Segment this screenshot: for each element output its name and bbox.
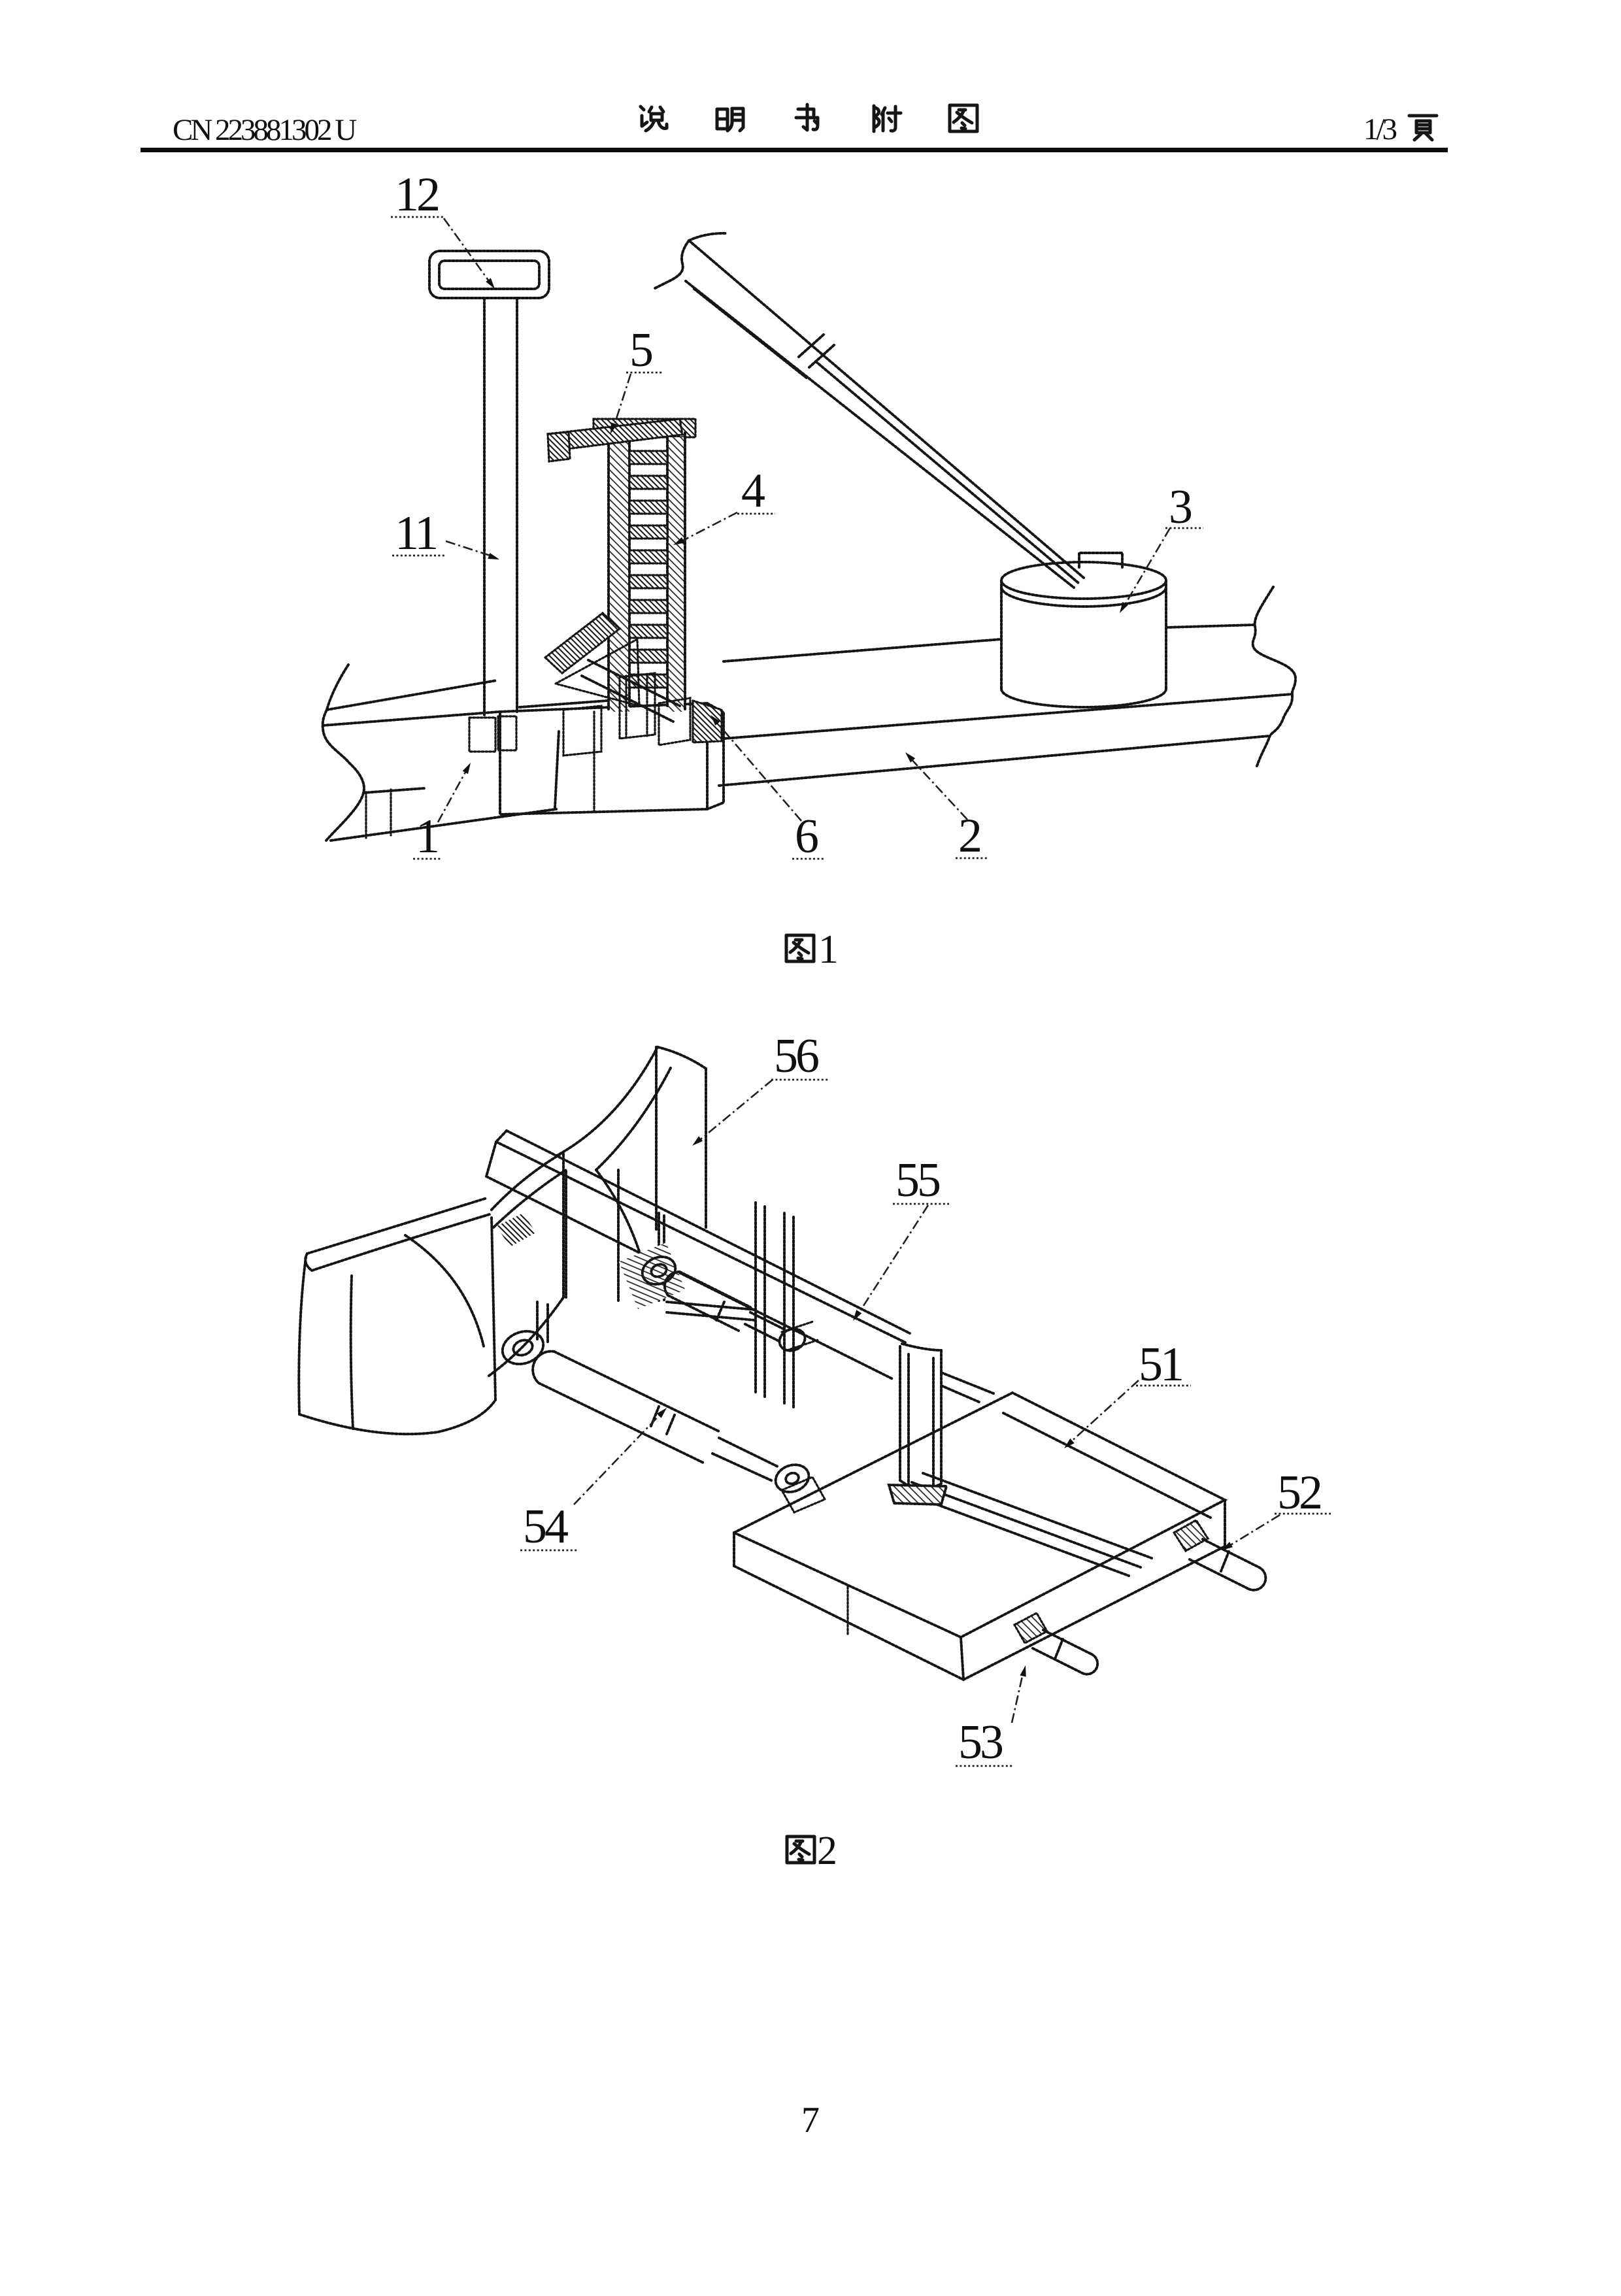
svg-text:1/3: 1/3 — [1363, 112, 1397, 146]
svg-text:56: 56 — [774, 1029, 818, 1083]
svg-text:7: 7 — [801, 2100, 819, 2140]
svg-text:51: 51 — [1139, 1338, 1182, 1391]
svg-text:1: 1 — [818, 927, 837, 972]
svg-text:12: 12 — [395, 168, 438, 222]
svg-text:2: 2 — [958, 809, 980, 863]
svg-text:1: 1 — [416, 810, 437, 863]
svg-text:54: 54 — [523, 1500, 568, 1554]
svg-text:3: 3 — [1169, 480, 1192, 534]
svg-text:11: 11 — [395, 507, 436, 560]
svg-text:CN 223881302 U: CN 223881302 U — [173, 113, 356, 147]
svg-text:4: 4 — [741, 464, 765, 518]
svg-text:53: 53 — [958, 1716, 1003, 1769]
svg-text:52: 52 — [1277, 1466, 1320, 1520]
svg-text:2: 2 — [817, 1829, 835, 1873]
svg-text:55: 55 — [895, 1154, 940, 1207]
svg-text:5: 5 — [629, 324, 652, 377]
